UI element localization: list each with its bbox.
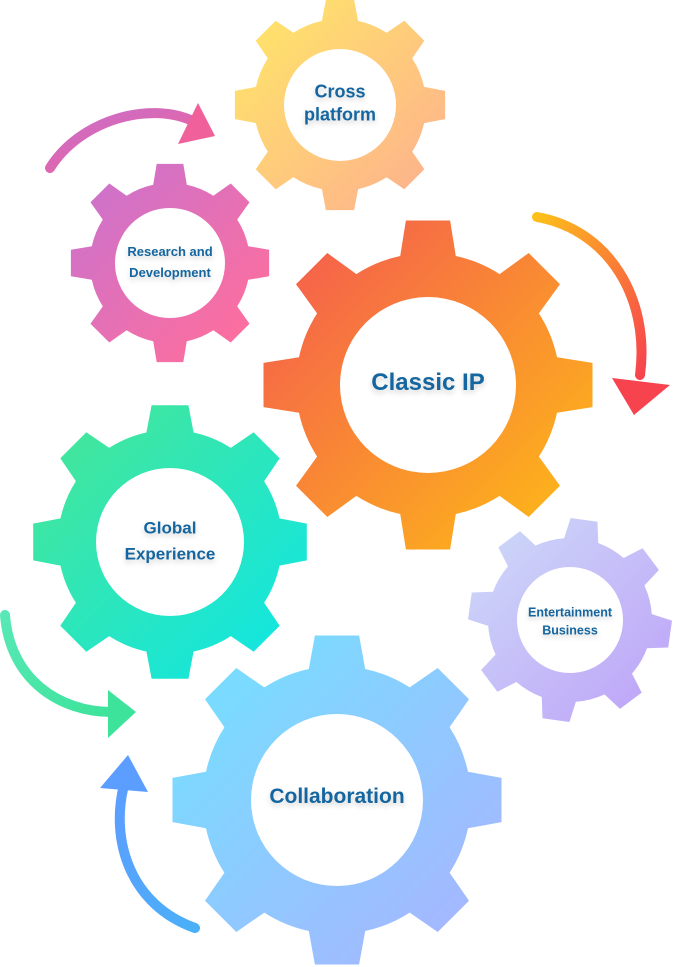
arrow-orange (532, 212, 647, 380)
gear-hole-collaboration (251, 714, 423, 886)
label-line: Development (129, 265, 211, 280)
arrow-blue-head (100, 755, 148, 792)
arrow-green (0, 610, 117, 717)
label-line: Collaboration (269, 784, 405, 808)
label-line: Classic IP (371, 369, 485, 396)
arrow-green-head (108, 690, 136, 738)
label-line: Experience (124, 545, 216, 564)
gear-hole-research-development (115, 208, 225, 318)
label-line: Cross (314, 81, 366, 102)
label-line: Entertainment (527, 605, 613, 620)
gear-hole-cross-platform (284, 49, 396, 161)
label-line: Global (143, 518, 197, 538)
arrow-orange-head (612, 378, 670, 415)
gear-hole-classic-ip (340, 297, 516, 473)
gear-hole-entertainment-business (517, 567, 623, 673)
arrow-blue (114, 780, 200, 933)
gear-hole-global-experience (96, 468, 244, 616)
gear-label-classic-ip: Classic IP (371, 368, 484, 398)
arrow-pink-head (178, 103, 215, 144)
gear-label-collaboration: Collaboration (269, 784, 404, 810)
arrow-pink (45, 108, 200, 173)
label-line: Research and (127, 244, 213, 260)
label-line: Business (542, 623, 598, 637)
label-line: platform (304, 104, 376, 124)
